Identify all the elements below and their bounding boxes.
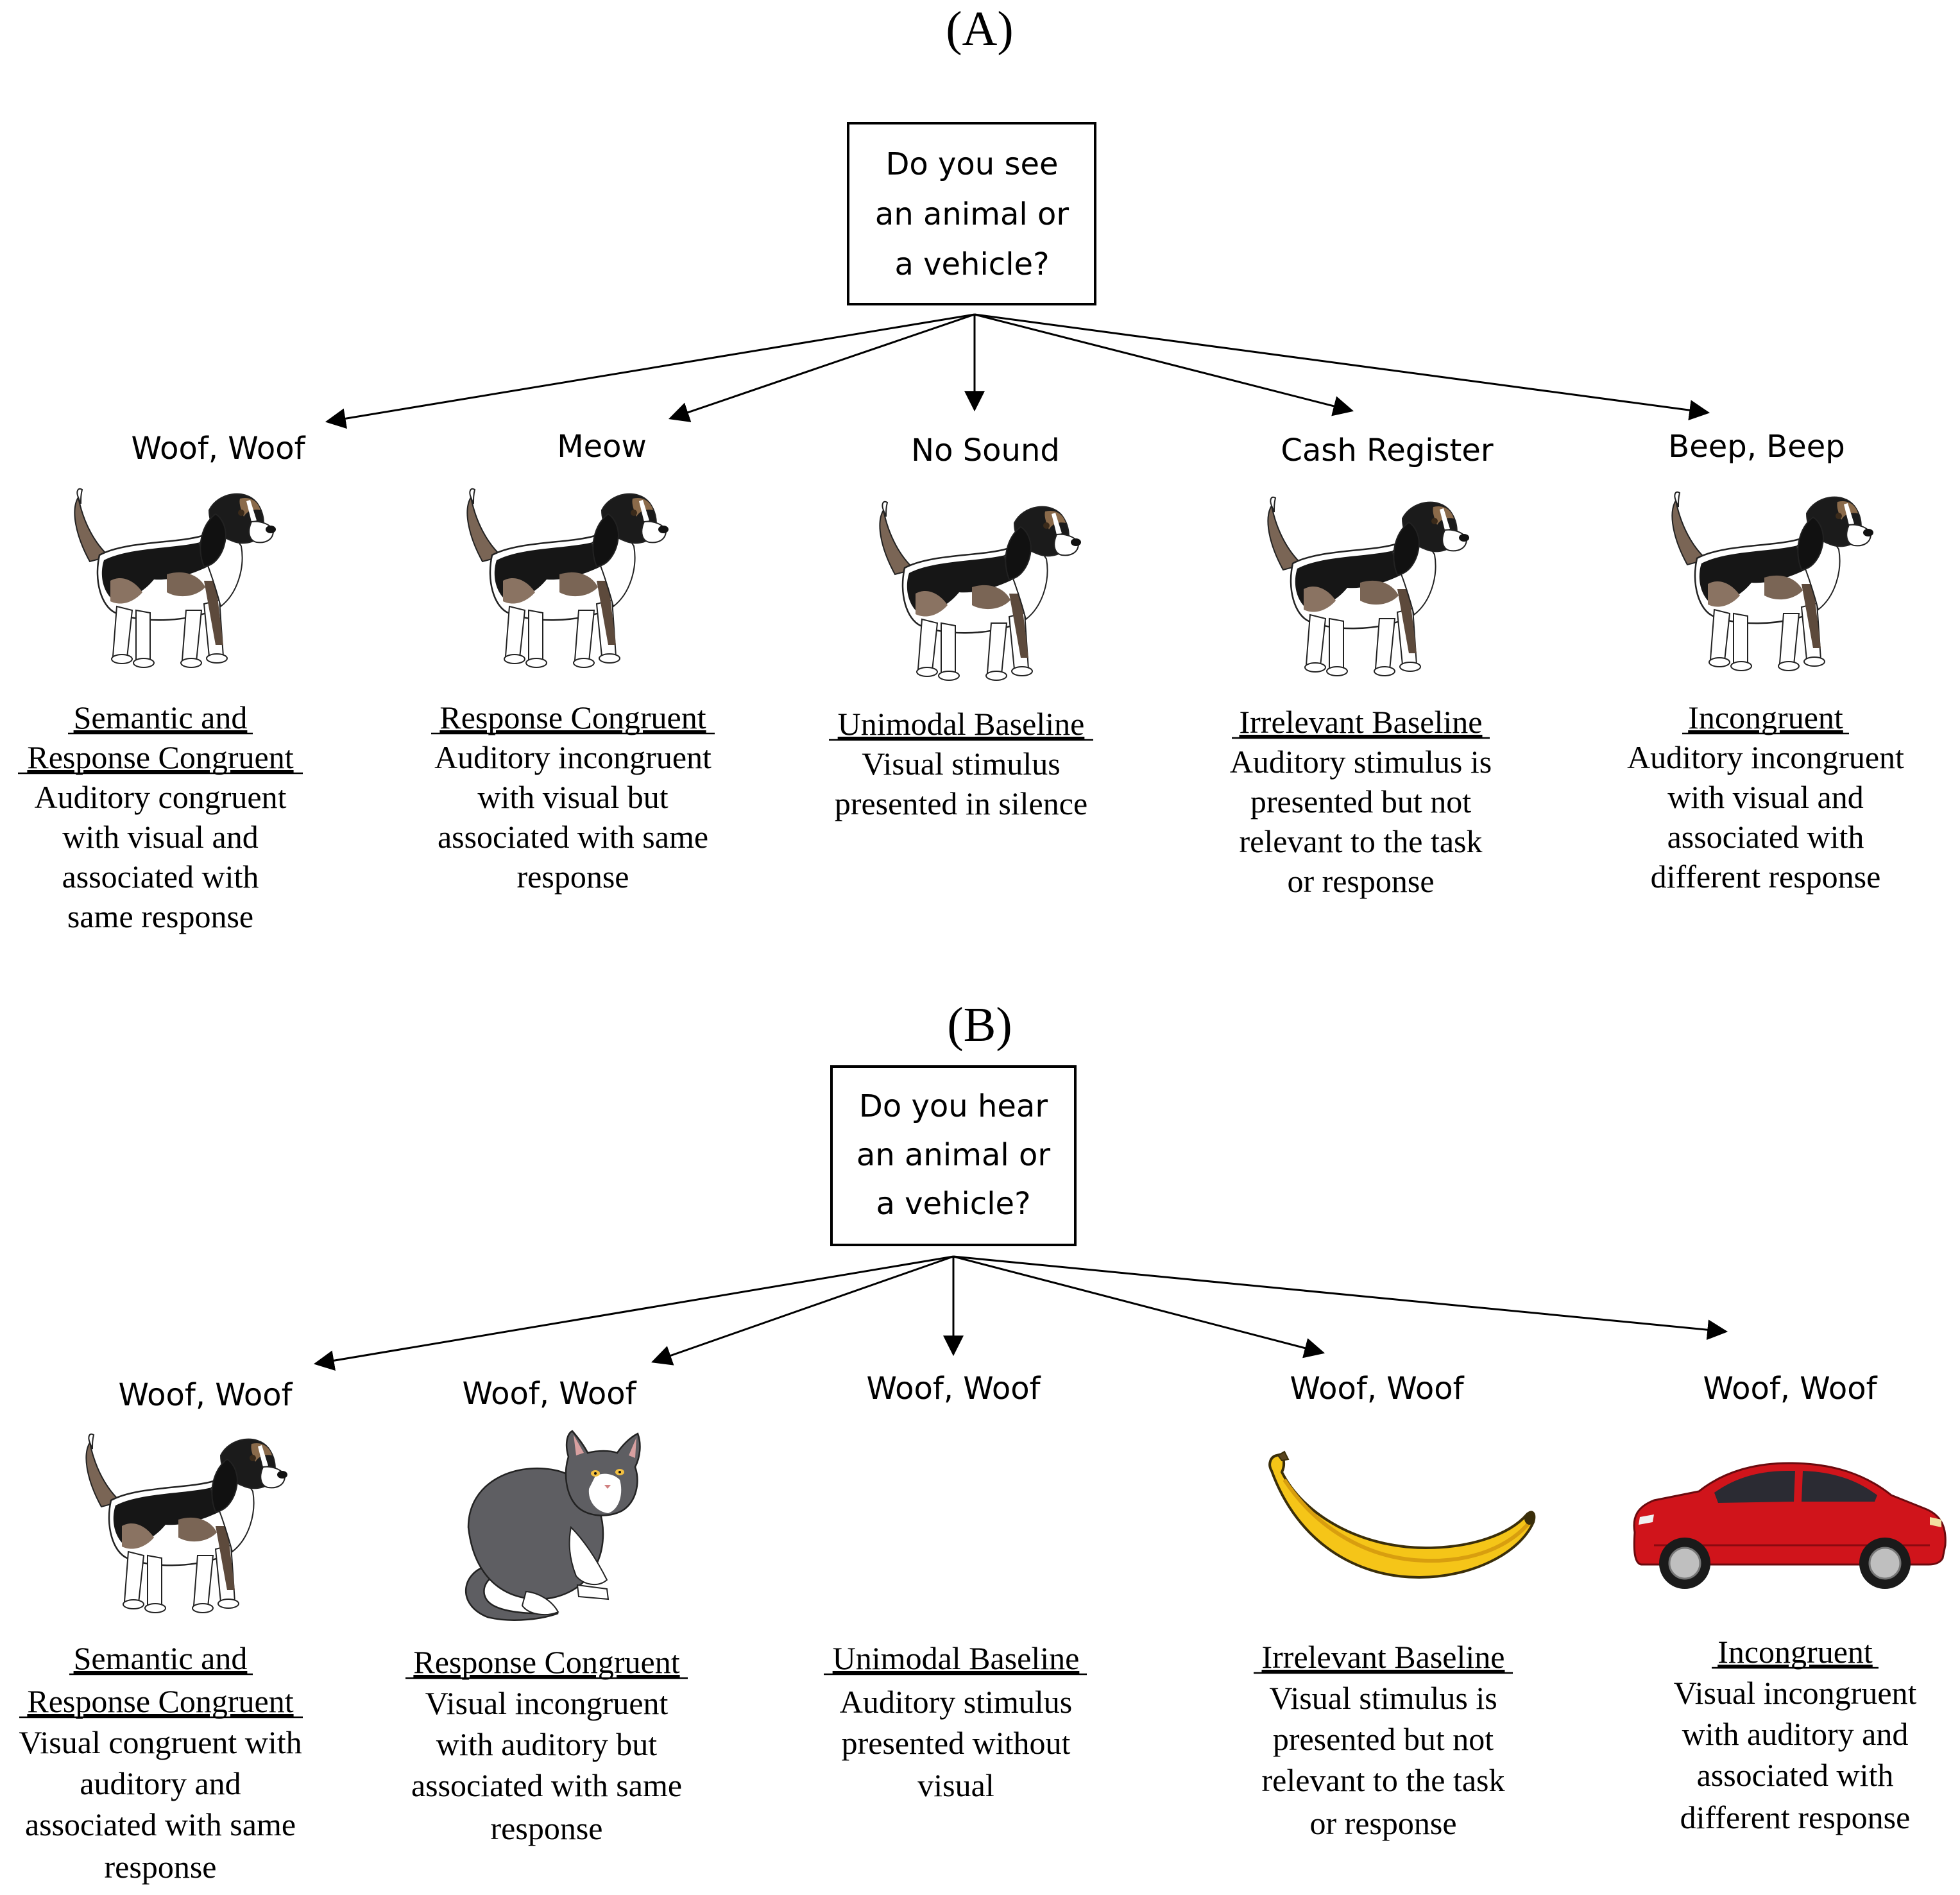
panel-b-desc-5-4: different response <box>1680 1799 1911 1835</box>
panel-a-question-line-1: Do you see <box>885 146 1058 182</box>
panel-b-desc-3-2: presented without <box>842 1725 1071 1761</box>
panel-a-desc-4-3: relevant to the task <box>1239 823 1482 859</box>
panel-a-title-5: Incongruent <box>1688 699 1843 735</box>
panel-b-arrow-1 <box>313 1255 954 1371</box>
panel-b-desc-1-2: auditory and <box>80 1765 241 1801</box>
panel-b-title-2: Response Congruent <box>413 1644 679 1680</box>
panel-a-desc-2-2: with visual but <box>477 779 668 815</box>
panel-a-sound-2: Meow <box>557 429 647 465</box>
panel-a-sound-5: Beep, Beep <box>1668 429 1845 465</box>
panel-b-title-3: Unimodal Baseline <box>833 1640 1080 1676</box>
panel-b-desc-1-1: Visual congruent with <box>19 1724 302 1760</box>
panel-a-desc-1-2: with visual and <box>62 819 259 855</box>
panel-a-desc-2-1: Auditory incongruent <box>434 739 712 775</box>
panel-a-title-2: Response Congruent <box>439 699 706 735</box>
panel-b-desc-1-3: associated with same <box>25 1806 296 1842</box>
panel-a-sound-4: Cash Register <box>1281 433 1494 468</box>
panel-a-question-line-2: an animal or <box>875 196 1069 232</box>
panel-b-car-picture <box>1633 1462 1947 1590</box>
panel-b-sound-4: Woof, Woof <box>1290 1371 1464 1407</box>
panel-b-desc-5-3: associated with <box>1697 1757 1894 1793</box>
panel-b-question-line-2: an animal or <box>856 1137 1050 1173</box>
panel-a-title-4: Irrelevant Baseline <box>1240 704 1483 740</box>
panel-a-dog-picture-3 <box>879 501 1082 682</box>
panel-b-desc-3-3: visual <box>917 1767 994 1803</box>
panel-b-desc-1-4: response <box>105 1849 217 1885</box>
panel-a-sound-1: Woof, Woof <box>131 431 305 467</box>
panel-a-desc-1-4: same response <box>67 898 253 934</box>
panel-a-desc-1-1: Auditory congruent <box>35 779 287 815</box>
panel-a-desc-2-3: associated with same <box>438 819 708 855</box>
panel-a-desc-4-4: or response <box>1287 863 1434 899</box>
panel-b-arrow-5 <box>953 1255 1728 1341</box>
panel-a-title-1b: Response Congruent <box>27 739 293 775</box>
panel-a-title-3: Unimodal Baseline <box>838 706 1085 742</box>
panel-b-banana-picture <box>1270 1452 1535 1577</box>
panel-b-desc-3-1: Auditory stimulus <box>840 1684 1073 1720</box>
panel-b-title-4: Irrelevant Baseline <box>1262 1639 1505 1675</box>
panel-b-desc-4-1: Visual stimulus is <box>1269 1680 1497 1716</box>
panel-a-arrow-4 <box>974 313 1354 416</box>
panel-a-label: (A) <box>946 2 1014 56</box>
panel-b-question-line-1: Do you hear <box>859 1088 1048 1124</box>
panel-a-sound-3: No Sound <box>911 433 1060 468</box>
panel-b-title-1a: Semantic and <box>74 1640 248 1676</box>
panel-b-sound-5: Woof, Woof <box>1703 1371 1877 1407</box>
panel-a-dog-picture-1 <box>74 488 277 669</box>
panel-b-question-box: Do you hear an animal or a vehicle? <box>830 1065 1077 1246</box>
panel-a-dog-picture-5 <box>1671 491 1875 672</box>
panel-a-desc-3-2: presented in silence <box>835 785 1087 821</box>
panel-a-desc-5-2: with visual and <box>1667 779 1864 815</box>
panel-b-title-1b: Response Congruent <box>27 1683 293 1719</box>
panel-a-desc-4-2: presented but not <box>1250 784 1471 819</box>
panel-a-arrows <box>325 313 1710 429</box>
panel-b-desc-2-4: response <box>491 1810 603 1846</box>
panel-a-desc-3-1: Visual stimulus <box>862 746 1061 782</box>
panel-b-question-line-3: a vehicle? <box>876 1186 1030 1222</box>
panel-b-desc-2-1: Visual incongruent <box>425 1685 669 1721</box>
panel-b-desc-4-2: presented but not <box>1273 1721 1494 1757</box>
panel-a-dog-picture-2 <box>466 488 670 669</box>
panel-b-desc-5-1: Visual incongruent <box>1674 1675 1917 1711</box>
panel-b-desc-4-4: or response <box>1309 1805 1456 1841</box>
panel-a-arrow-1 <box>325 313 975 429</box>
panel-b-desc-4-3: relevant to the task <box>1261 1762 1504 1798</box>
panel-a-desc-5-4: different response <box>1651 859 1881 895</box>
panel-a-title-1a: Semantic and <box>74 699 248 735</box>
panel-a-desc-2-4: response <box>517 859 629 895</box>
panel-b-label: (B) <box>947 998 1012 1052</box>
panel-b-dog-picture <box>85 1433 289 1614</box>
panel-a-desc-5-1: Auditory incongruent <box>1627 739 1904 775</box>
panel-a-desc-1-3: associated with <box>62 859 259 895</box>
panel-a-arrow-5 <box>974 313 1710 421</box>
panel-b-title-5: Incongruent <box>1717 1634 1873 1670</box>
panel-a-desc-5-3: associated with <box>1667 819 1864 855</box>
panel-a-dog-picture-4 <box>1267 496 1470 677</box>
panel-b-arrows <box>313 1255 1728 1371</box>
panel-b-desc-2-2: with auditory but <box>436 1726 658 1762</box>
panel-a-arrow-2 <box>668 313 975 422</box>
panel-b-arrow-4 <box>953 1255 1325 1359</box>
panel-a-question-box: Do you see an animal or a vehicle? <box>847 122 1096 305</box>
panel-b-arrow-2 <box>651 1255 954 1366</box>
panel-b-desc-2-3: associated with same <box>411 1767 682 1803</box>
panel-b-sound-3: Woof, Woof <box>866 1371 1041 1407</box>
panel-a-question-line-3: a vehicle? <box>894 246 1049 282</box>
panel-b-cat-picture <box>464 1430 641 1621</box>
panel-b-desc-5-2: with auditory and <box>1682 1716 1909 1752</box>
panel-a-desc-4-1: Auditory stimulus is <box>1230 744 1492 780</box>
panel-b-sound-1: Woof, Woof <box>118 1377 293 1413</box>
panel-b-sound-2: Woof, Woof <box>462 1376 636 1412</box>
